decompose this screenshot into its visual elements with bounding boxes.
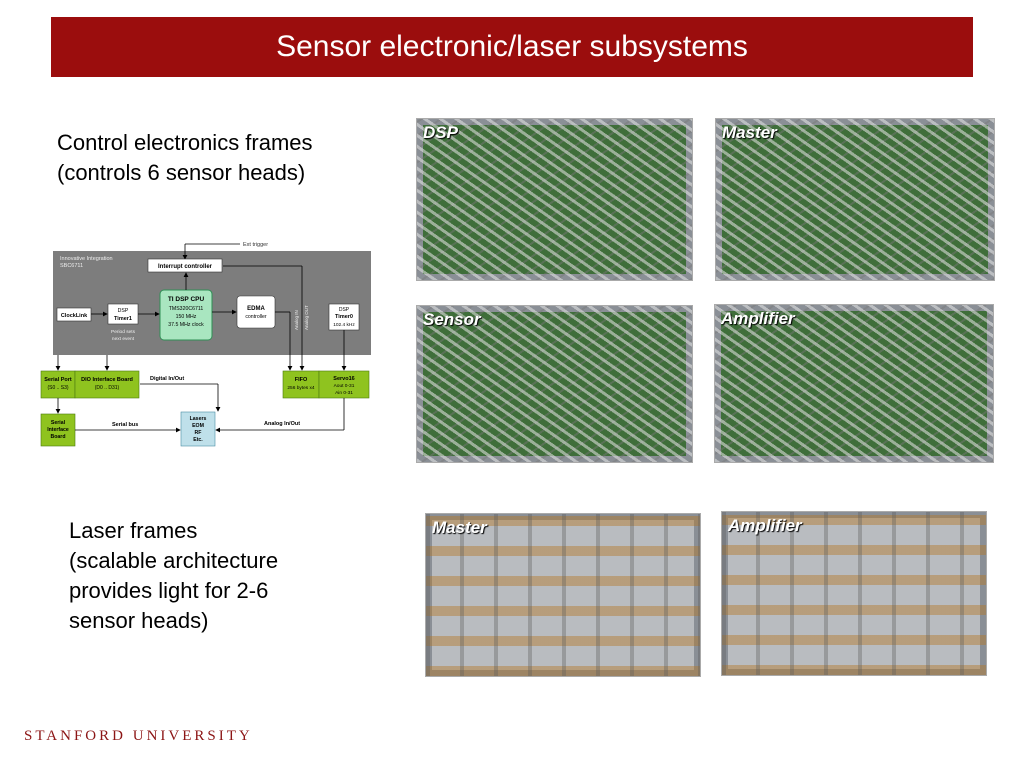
serial-port-line: Serial Port	[44, 377, 72, 383]
serial-interface-line: Interface	[47, 427, 69, 433]
fifo-box	[282, 370, 320, 399]
photo-label: Master	[432, 518, 487, 537]
clocklink-label: ClockLink	[61, 313, 88, 319]
dsp-photo: DSP	[416, 118, 693, 281]
servo16-line: Aout 0-31	[334, 383, 355, 389]
dio-board-line: DIO Interface Board	[81, 377, 133, 383]
university-footer: STANFORD UNIVERSITY	[24, 728, 253, 744]
period-note-line: next event	[112, 336, 135, 342]
dsp-cpu-line: 37.5 MHz clock	[168, 322, 204, 328]
dsp-timer1-line: DSP	[118, 308, 129, 314]
control-electronics-text: Control electronics frames (controls 6 s…	[57, 128, 313, 188]
photo-label: DSP	[423, 123, 458, 142]
dsp-cpu-line: TMS320C6711	[169, 306, 204, 312]
dsp-timer1-line: Timer1	[114, 316, 132, 322]
amplifier-control-photo: Amplifier	[714, 304, 994, 463]
period-note-line: Period sets	[111, 329, 136, 335]
edma-line: controller	[245, 314, 267, 320]
dsp-cpu-line: TI DSP CPU	[168, 296, 205, 303]
dio-board-line: (D0 .. D31)	[95, 385, 120, 391]
photo-label: Master	[722, 123, 777, 142]
dsp-timer0-box	[328, 303, 360, 331]
fifo-line: FIFO	[295, 377, 308, 383]
dsp-timer0-line: 102.4 kHz	[333, 322, 355, 328]
serial-interface-box	[40, 413, 76, 447]
edma-box	[236, 295, 276, 329]
servo16-line: Servo16	[333, 376, 354, 382]
analog-out-label: Analog OUT	[304, 305, 309, 330]
title-bar: Sensor electronic/laser subsystems	[51, 17, 973, 77]
lasers-line: Lasers	[190, 416, 207, 422]
dsp-timer0-line: DSP	[339, 307, 350, 313]
serial-port-line: (S0 .. S3)	[47, 385, 68, 391]
analog-io-label: Analog In/Out	[264, 421, 300, 427]
serial-bus-label: Serial bus	[112, 422, 138, 428]
slide-title: Sensor electronic/laser subsystems	[276, 30, 748, 63]
master-control-photo: Master	[715, 118, 995, 281]
lasers-line: EOM	[192, 423, 204, 429]
dsp-cpu-line: 150 MHz	[176, 314, 197, 320]
servo16-line: Ain 0-31	[335, 390, 353, 396]
laser-text-line: sensor heads)	[69, 608, 209, 633]
master-laser-photo: Master	[425, 513, 701, 677]
dio-board-box	[74, 370, 140, 399]
interrupt-controller-box	[147, 258, 223, 273]
serial-port-box	[40, 370, 76, 399]
edma-line: EDMA	[247, 306, 265, 312]
dsp-block-diagram: Innovative Integration SBC6711 Ext trigg…	[40, 242, 371, 447]
photo-label: Amplifier	[721, 309, 795, 328]
dsp-timer0-line: Timer0	[335, 314, 353, 320]
board-name-line: SBC6711	[60, 263, 83, 269]
board-name-line: Innovative Integration	[60, 256, 113, 262]
serial-interface-line: Board	[51, 434, 66, 440]
lasers-line: RF	[195, 430, 202, 436]
photo-label: Amplifier	[728, 516, 802, 535]
laser-text-line: provides light for 2-6	[69, 578, 269, 603]
fifo-line: 256 bytes x4	[287, 385, 315, 391]
sensor-photo: Sensor	[416, 305, 693, 463]
amplifier-laser-photo: Amplifier	[721, 511, 987, 676]
laser-text-line: Laser frames	[69, 518, 198, 543]
photo-label: Sensor	[423, 310, 481, 329]
ext-trigger-label: Ext trigger	[243, 242, 268, 248]
control-text-line: (controls 6 sensor heads)	[57, 160, 306, 185]
serial-interface-line: Serial	[51, 420, 66, 426]
digital-io-label: Digital In/Out	[150, 376, 184, 382]
laser-frames-text: Laser frames (scalable architecture prov…	[69, 516, 278, 636]
interrupt-controller-label: Interrupt controller	[158, 264, 213, 270]
lasers-box	[180, 411, 216, 447]
laser-text-line: (scalable architecture	[69, 548, 279, 573]
analog-in-label: Analog IN	[294, 310, 299, 330]
clocklink-box	[56, 307, 92, 322]
lasers-line: Etc.	[193, 437, 203, 443]
control-text-line: Control electronics frames	[57, 130, 313, 155]
